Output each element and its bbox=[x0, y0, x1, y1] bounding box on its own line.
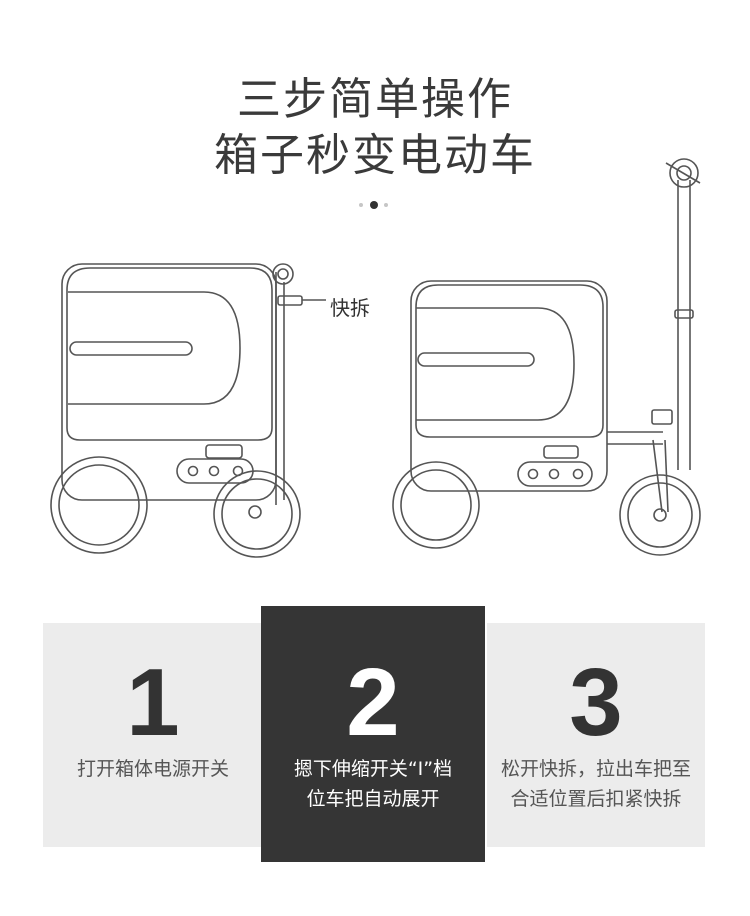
suitcase-illustration bbox=[50, 158, 701, 558]
quick-release-callout: 快拆 bbox=[330, 296, 370, 320]
step-number: 1 bbox=[126, 649, 180, 756]
step-description: 松开快拆，拉出车把至 合适位置后扣紧快拆 bbox=[500, 758, 691, 810]
unfolded-scooter bbox=[392, 158, 701, 556]
step-2-card-highlighted: 2 摁下伸缩开关“I”档 位车把自动展开 bbox=[261, 606, 485, 862]
step-description: 打开箱体电源开关 bbox=[76, 758, 229, 780]
carousel-dot-2-active[interactable] bbox=[370, 201, 378, 209]
carousel-dot-3[interactable] bbox=[384, 203, 388, 207]
folded-suitcase bbox=[50, 263, 326, 558]
carousel-dots bbox=[359, 201, 391, 209]
page-title: 三步简单操作 bbox=[237, 74, 513, 125]
step-description: 摁下伸缩开关“I”档 位车把自动展开 bbox=[293, 758, 453, 810]
step-1-card: 1 打开箱体电源开关 bbox=[43, 623, 263, 847]
step-3-card: 3 松开快拆，拉出车把至 合适位置后扣紧快拆 bbox=[487, 623, 705, 847]
step-number: 2 bbox=[346, 649, 400, 756]
step-number: 3 bbox=[569, 649, 623, 756]
carousel-dot-1[interactable] bbox=[359, 203, 363, 207]
page-subtitle: 箱子秒变电动车 bbox=[214, 130, 536, 181]
